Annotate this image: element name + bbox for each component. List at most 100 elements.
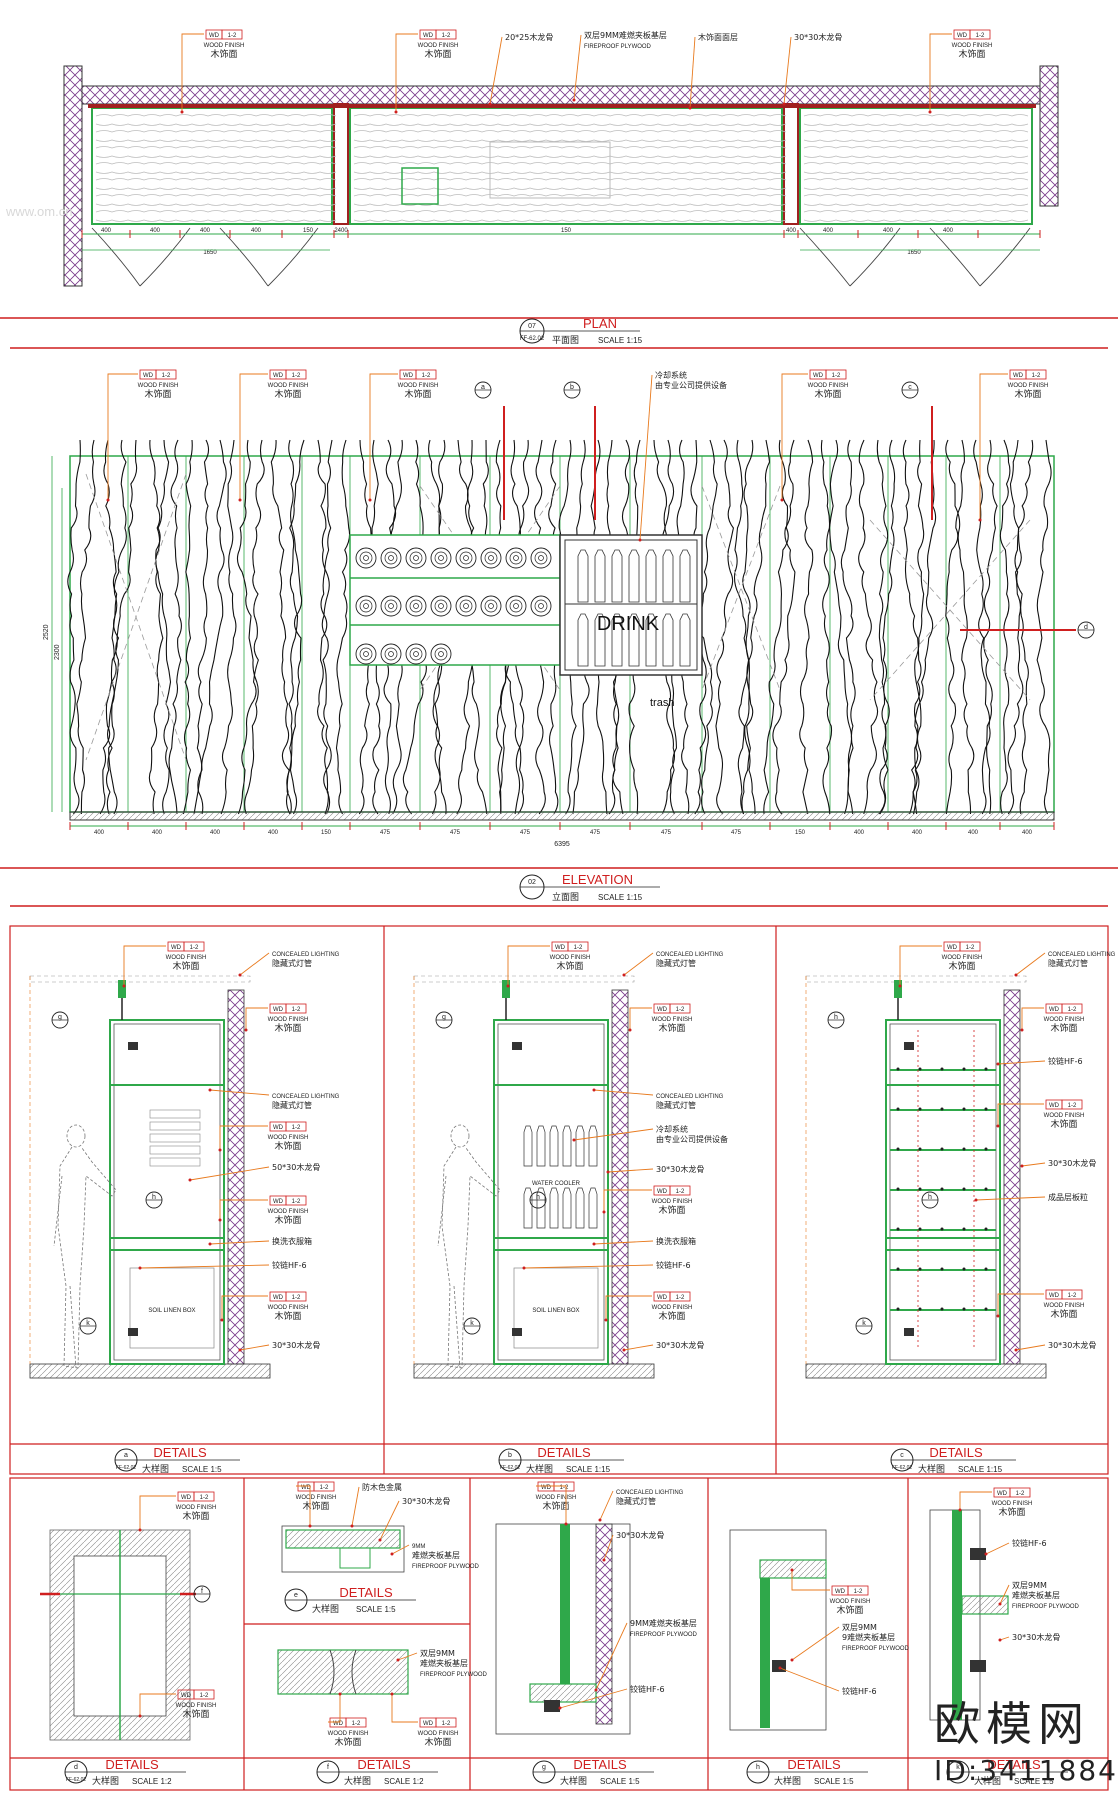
tag-number: 1-2: [676, 1295, 685, 1301]
bottle: [645, 613, 657, 667]
detail-title-cn: 大样图: [560, 1775, 587, 1787]
note-text: 双层9MM: [1012, 1581, 1047, 1590]
detail-letter: h: [756, 1764, 760, 1771]
callout-note: 防木色金属: [350, 1482, 402, 1528]
tag-number: 1-2: [560, 1485, 569, 1491]
drink-label: DRINK: [597, 613, 660, 635]
detail-title: DETAILS: [929, 1445, 983, 1460]
elevation-dim-0: 400: [94, 830, 105, 836]
tag-finish: WOOD FINISH: [1044, 1303, 1085, 1309]
marker-letter: a: [481, 384, 485, 391]
callout-note: 30*30木龙骨: [782, 32, 842, 106]
rolled-towel: [480, 595, 502, 617]
tag-finish-cn: 木饰面: [1050, 1118, 1077, 1130]
callout-note: 换洗衣服箱: [208, 1236, 312, 1246]
tag-code: WD: [171, 945, 182, 951]
tag-number: 1-2: [1068, 1293, 1077, 1299]
note-text: FIREPROOF PLYWOOD: [630, 1632, 698, 1638]
detail-title: DETAILS: [153, 1445, 207, 1460]
detail-title-cn: 大样图: [918, 1463, 945, 1475]
note-text: 隐藏式灯管: [272, 958, 312, 968]
plan-dim-10: 400: [943, 228, 954, 234]
plan-dim-6: 150: [561, 228, 572, 234]
detail-title: DETAILS: [987, 1757, 1041, 1772]
tag-finish-cn: 木饰面: [1050, 1022, 1077, 1034]
section-marker-f: f: [193, 1585, 211, 1603]
detail-title: DETAILS: [573, 1757, 627, 1772]
detail-title: DETAILS: [787, 1757, 841, 1772]
plan-subdim-1: 1650: [907, 250, 921, 256]
rolled-towel: [355, 595, 377, 617]
plan-right-wall: [1039, 65, 1059, 207]
elevation-dim-2: 400: [210, 830, 221, 836]
tag-number: 1-2: [676, 1007, 685, 1013]
detail-letter: a: [124, 1452, 128, 1459]
tag-finish-cn: 木饰面: [658, 1204, 685, 1216]
elevation-total: 6395: [554, 841, 570, 848]
tag-number: 1-2: [162, 373, 171, 379]
bottle: [645, 549, 657, 603]
note-text: 铰链HF-6: [656, 1260, 691, 1270]
plan-number: 07: [528, 323, 536, 330]
note-text: 30*30木龙骨: [616, 1530, 664, 1540]
marker-letter: d: [1084, 624, 1088, 631]
note-text: 双层9MM: [420, 1649, 455, 1658]
tag-finish-cn: 木饰面: [274, 1022, 301, 1034]
elevation-number: 02: [528, 879, 536, 886]
tag-code: WD: [657, 1189, 668, 1195]
marker-letter: h: [834, 1014, 838, 1021]
elevation-dim-9: 475: [661, 830, 672, 836]
tag-number: 1-2: [676, 1189, 685, 1195]
tag-finish: WOOD FINISH: [652, 1305, 693, 1311]
tag-code: WD: [333, 1721, 344, 1727]
detail-title-cn: 大样图: [344, 1775, 371, 1787]
detail-title: DETAILS: [339, 1585, 393, 1600]
note-text: 30*30木龙骨: [656, 1164, 704, 1174]
tag-finish-cn: 木饰面: [274, 388, 301, 400]
tag-code: WD: [657, 1295, 668, 1301]
tag-code: WD: [947, 945, 958, 951]
detail-scale: SCALE 1:5: [814, 1777, 854, 1786]
bottle: [577, 613, 589, 667]
tag-finish: WOOD FINISH: [830, 1599, 871, 1605]
elevation-title-cn: 立面图: [552, 891, 579, 903]
tag-number: 1-2: [1016, 1491, 1025, 1497]
callout-note: 20*25木龙骨: [488, 32, 553, 106]
callout-note: 30*30木龙骨: [606, 1164, 704, 1174]
plan-title-block: 07 FF-62.02 PLAN 平面图 SCALE 1:15: [519, 316, 643, 346]
elevation-dim-11: 150: [795, 830, 806, 836]
marker-letter: h: [928, 1194, 932, 1201]
detail-title-cn: 大样图: [312, 1603, 339, 1615]
note-text: 30*30木龙骨: [402, 1496, 450, 1506]
tag-finish-cn: 木饰面: [542, 1500, 569, 1512]
tag-number: 1-2: [966, 945, 975, 951]
human-figure: [437, 1124, 501, 1369]
tag-finish-cn: 木饰面: [274, 1214, 301, 1226]
tag-number: 1-2: [292, 1295, 301, 1301]
tag-number: 1-2: [320, 1485, 329, 1491]
watermark-site: www.om.cn: [6, 204, 73, 219]
rolled-towel: [505, 547, 527, 569]
note-text: FIREPROOF PLYWOOD: [584, 44, 652, 50]
tag-finish: WOOD FINISH: [550, 955, 591, 961]
detail-title-cn: 大样图: [774, 1775, 801, 1787]
detail-ref: FF-62.02: [892, 1465, 913, 1471]
note-text: 隐藏式灯管: [656, 1100, 696, 1110]
note-text: CONCEALED LIGHTING: [272, 952, 340, 958]
plan-top-wall: [81, 85, 1041, 105]
section-marker-k: k: [463, 1317, 481, 1335]
